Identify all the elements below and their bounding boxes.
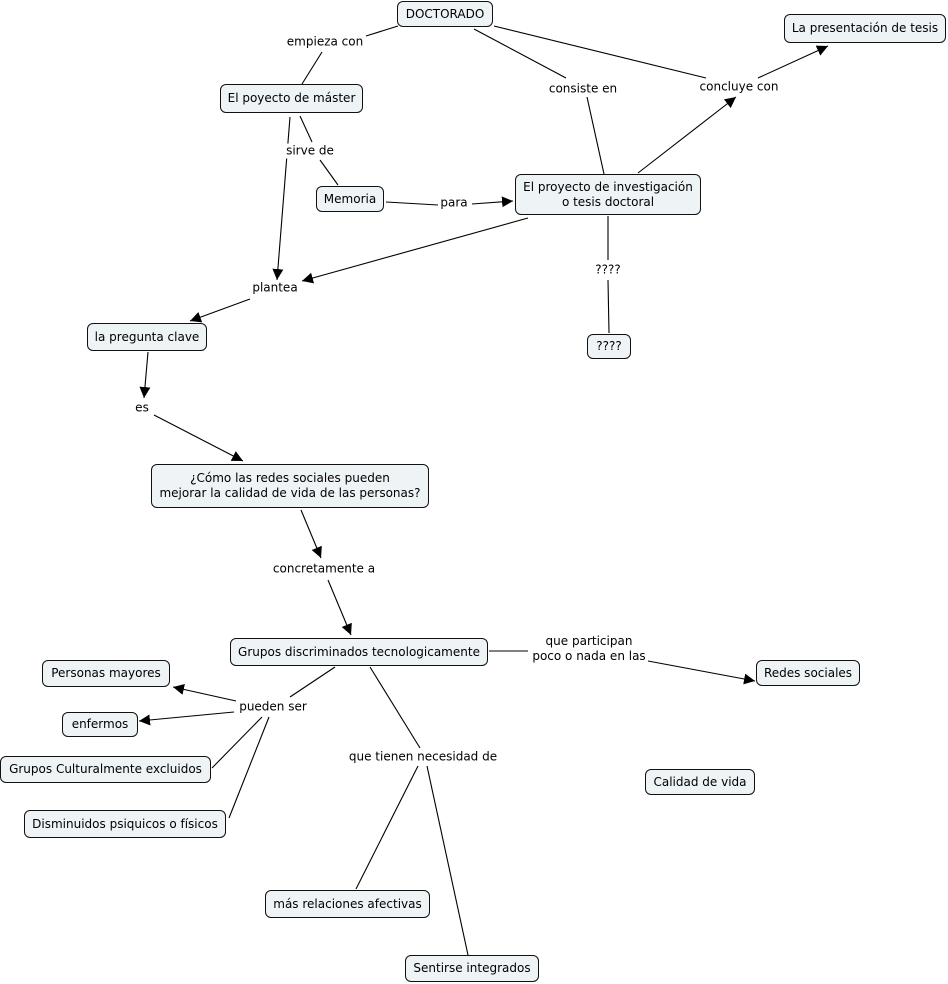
node-q4[interactable]: ???? bbox=[587, 334, 631, 359]
edge-concretamente-grupos bbox=[327, 579, 352, 636]
node-grupos[interactable]: Grupos discriminados tecnologicamente bbox=[230, 638, 488, 666]
link-empieza-con: empieza con bbox=[284, 34, 366, 50]
edge-pueden-disminuidos bbox=[228, 716, 270, 819]
edge-como-concretamente bbox=[300, 509, 322, 559]
edge-pregunta-es bbox=[139, 351, 151, 399]
node-culturalmente[interactable]: Grupos Culturalmente excluidos bbox=[0, 756, 211, 783]
edge-empieza-master bbox=[301, 51, 323, 85]
node-disminuidos[interactable]: Disminuidos psiquicos o físicos bbox=[24, 810, 226, 838]
node-memoria[interactable]: Memoria bbox=[316, 186, 384, 212]
edge-doctorado-consiste bbox=[473, 28, 567, 79]
edge-master-sirve bbox=[299, 115, 313, 143]
node-mayores[interactable]: Personas mayores bbox=[42, 660, 170, 687]
edge-pueden-enfermos bbox=[138, 711, 235, 726]
edge-plantea-pregunta bbox=[189, 298, 251, 323]
link-plantea: plantea bbox=[250, 280, 300, 296]
link-que-participan: que participan poco o nada en las bbox=[530, 634, 648, 664]
edge-q4-q4node bbox=[607, 279, 610, 334]
edge-proyecto-plantea bbox=[301, 217, 529, 284]
link-sirve-de: sirve de bbox=[284, 143, 336, 159]
node-redes[interactable]: Redes sociales bbox=[756, 660, 860, 686]
node-doctorado[interactable]: DOCTORADO bbox=[397, 1, 493, 27]
node-pregunta[interactable]: la pregunta clave bbox=[87, 323, 207, 351]
link-q4: ???? bbox=[593, 262, 623, 278]
link-que-tienen-necesidad: que tienen necesidad de bbox=[346, 749, 500, 765]
node-proyecto[interactable]: El proyecto de investigación o tesis doc… bbox=[515, 174, 701, 215]
edge-necesidad-afectivas bbox=[355, 765, 419, 890]
link-pueden-ser: pueden ser bbox=[237, 699, 309, 715]
edge-participan-redes bbox=[647, 660, 756, 685]
link-es: es bbox=[133, 400, 151, 416]
node-como[interactable]: ¿Cómo las redes sociales pueden mejorar … bbox=[151, 464, 429, 508]
edge-doctorado-empieza bbox=[365, 25, 399, 37]
edge-doctorado-concluye bbox=[493, 25, 707, 79]
link-para: para bbox=[438, 195, 470, 211]
link-concretamente-a: concretamente a bbox=[270, 561, 378, 577]
node-integrados[interactable]: Sentirse integrados bbox=[405, 955, 539, 982]
node-calidad[interactable]: Calidad de vida bbox=[645, 769, 755, 795]
edge-pueden-culturalmente bbox=[211, 716, 263, 769]
node-master[interactable]: El poyecto de máster bbox=[220, 84, 363, 113]
edge-es-como bbox=[153, 414, 244, 462]
edge-proyecto-concluye bbox=[637, 96, 737, 174]
edge-concluye-presentacion bbox=[757, 45, 829, 79]
edge-master-plantea bbox=[272, 116, 291, 281]
link-consiste-en: consiste en bbox=[546, 81, 620, 97]
edge-pueden-mayores bbox=[172, 684, 237, 702]
edge-consiste-proyecto bbox=[586, 96, 605, 175]
node-afectivas[interactable]: más relaciones afectivas bbox=[265, 890, 430, 918]
edge-grupos-necesidad bbox=[369, 666, 421, 749]
edge-necesidad-integrados bbox=[426, 765, 469, 956]
node-enfermos[interactable]: enfermos bbox=[62, 712, 138, 737]
node-presentacion[interactable]: La presentación de tesis bbox=[784, 14, 946, 43]
edge-para-proyecto bbox=[471, 196, 514, 208]
edge-sirve-memoria bbox=[319, 159, 339, 186]
edge-memoria-para bbox=[385, 201, 439, 206]
link-concluye-con: concluye con bbox=[697, 79, 781, 95]
edge-grupos-pueden bbox=[289, 666, 336, 698]
